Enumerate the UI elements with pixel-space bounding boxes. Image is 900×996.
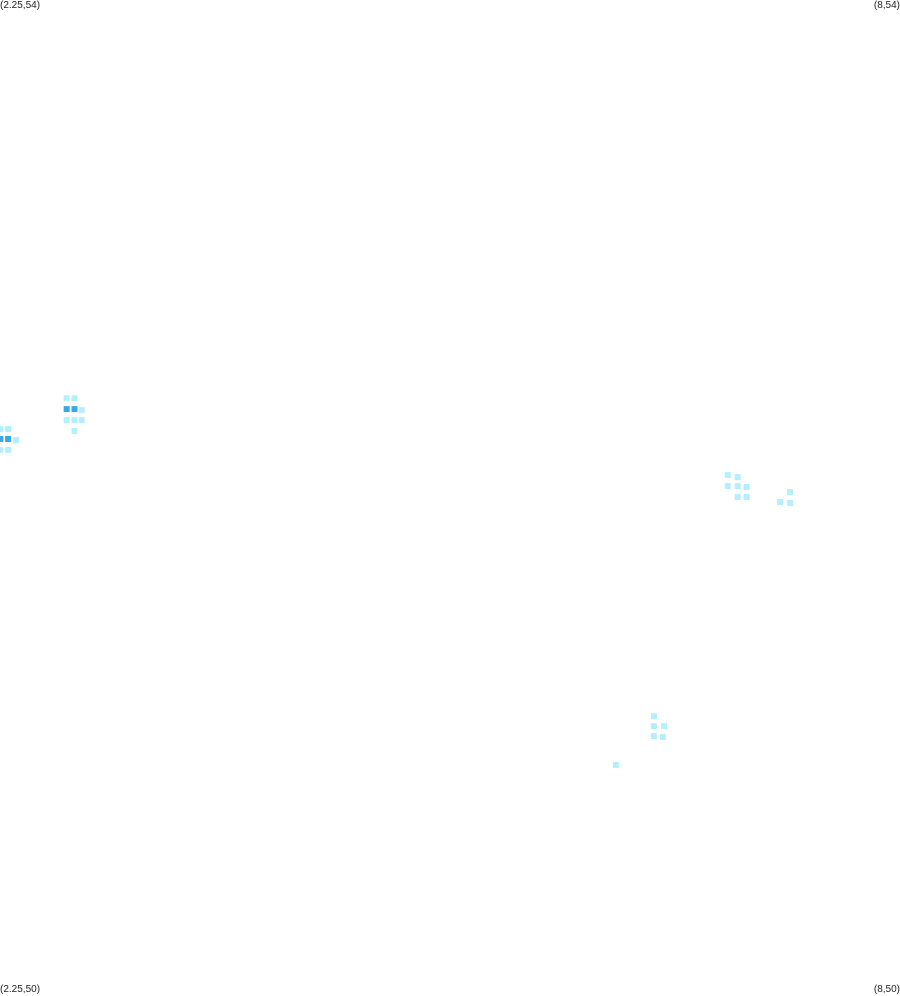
density-cell-19 [734,483,741,489]
corner-label-bottom-right: (8,50) [873,984,900,995]
density-cell-10 [5,426,12,432]
density-cell-30 [659,734,666,740]
density-cell-22 [743,494,750,500]
density-cell-29 [650,733,657,739]
density-cell-18 [724,483,731,489]
density-cell-20 [743,484,750,490]
density-cell-14 [0,446,4,453]
density-cell-1 [71,395,78,402]
density-cell-5 [63,417,70,424]
density-cell-12 [5,436,12,442]
density-cell-9 [0,426,4,432]
density-cell-3 [71,406,78,413]
density-cell-13 [13,437,19,443]
density-cell-7 [78,417,85,424]
density-cell-17 [734,474,741,481]
density-cell-28 [661,723,667,730]
density-cell-23 [787,489,794,495]
corner-label-top-right: (8,54) [873,0,900,11]
density-cell-11 [0,436,4,442]
density-cell-31 [612,761,619,768]
density-cell-8 [71,428,78,434]
density-cell-15 [5,446,12,453]
density-cell-25 [787,500,794,506]
density-cell-21 [734,494,741,500]
density-cell-6 [71,417,78,424]
density-cell-4 [78,407,85,414]
density-cell-2 [63,406,70,413]
density-cell-16 [724,472,731,479]
density-cell-27 [650,723,657,730]
corner-label-top-left: (2.25,54) [0,0,41,11]
corner-label-bottom-left: (2.25,50) [0,984,41,995]
density-cell-24 [777,499,784,505]
density-cell-26 [650,713,657,720]
density-cell-0 [63,395,70,402]
